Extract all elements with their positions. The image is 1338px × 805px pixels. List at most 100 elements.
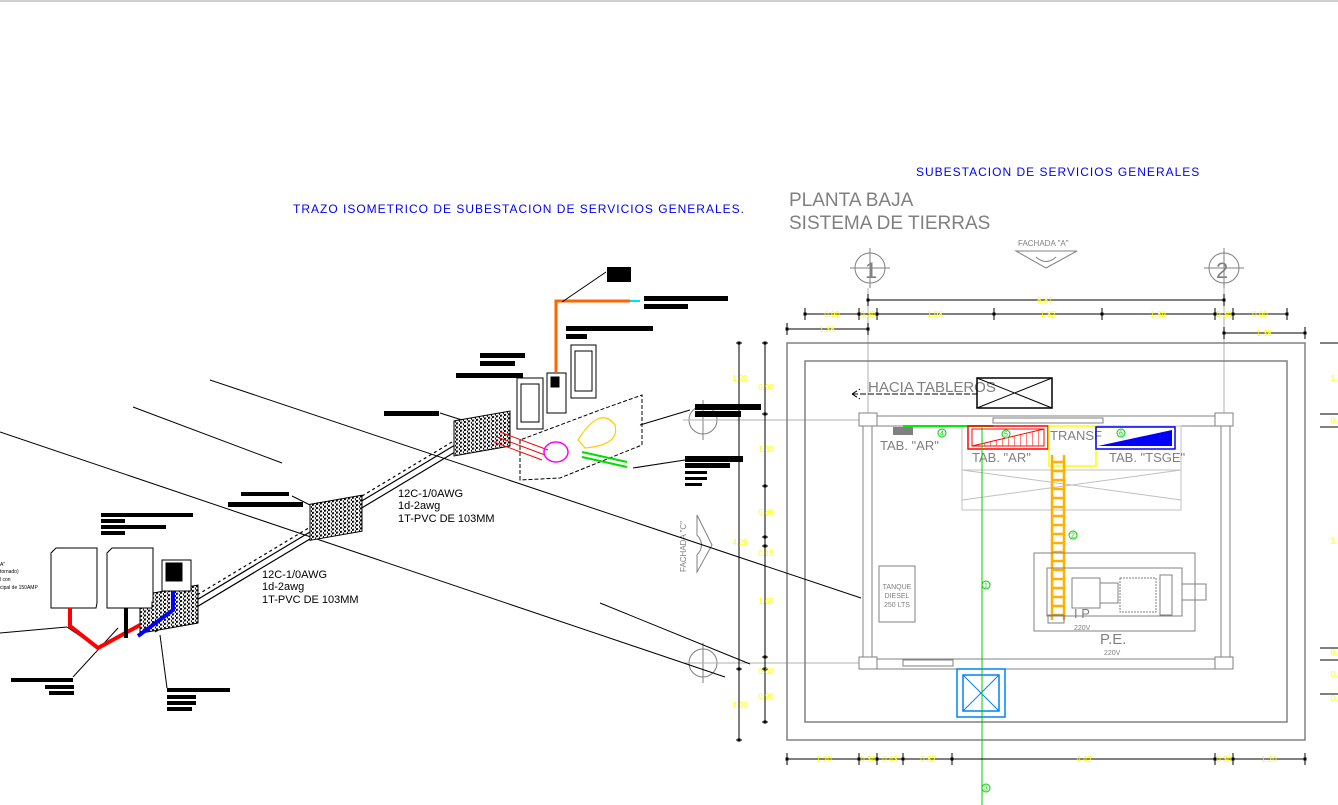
dimension-label: 0. — [1331, 416, 1338, 425]
blue-conduit — [136, 591, 175, 638]
dimension-label: 0. — [1331, 670, 1338, 679]
dimension-label: 0.90 — [758, 692, 774, 701]
tab-ar-label: TAB. "AR" — [972, 450, 1031, 465]
outer-slab-outline — [786, 342, 1306, 741]
generator — [1033, 552, 1207, 632]
magenta-loop — [543, 441, 569, 463]
dimension-label: 1.35 — [1256, 329, 1272, 338]
diesel-tank: TANQUE DIESEL 250 LTS — [878, 565, 916, 623]
registro-box — [976, 377, 1053, 409]
tank-label-3: 250 LTS — [884, 602, 910, 609]
hacia-tableros-label: HACIA TABLEROS — [868, 379, 996, 396]
isometric-title: TRAZO ISOMETRICO DE SUBESTACION DE SERVI… — [293, 202, 745, 216]
dimension-label: 5.87 — [1037, 296, 1053, 305]
ground-marker: 2 — [1068, 530, 1078, 540]
dimension-label: 1.35 — [819, 325, 835, 334]
arrow-left-icon — [851, 388, 977, 400]
svg-text:12C-1/0AWG: 12C-1/0AWG — [398, 488, 463, 500]
svg-text:l con: l con — [0, 577, 11, 583]
dimension-label: 0.88 — [758, 508, 774, 517]
ground-registry-manhole — [956, 668, 1006, 718]
svg-text:1d-2awg: 1d-2awg — [262, 581, 304, 593]
dimension-label: 1.89 — [1150, 310, 1166, 319]
svg-text:4: 4 — [940, 431, 944, 438]
dimension-label: 0.15 — [758, 549, 774, 558]
dimension-label: 3. — [1331, 537, 1338, 546]
cable-spec-upper: 12C-1/0AWG 1d-2awg 1T-PVC DE 103MM — [398, 488, 495, 525]
plan-title-2: SISTEMA DE TIERRAS — [789, 213, 990, 234]
dimension-label: 0.30 — [1216, 755, 1232, 764]
iso-panels — [516, 344, 643, 481]
dimension-label: 0.30 — [758, 667, 774, 676]
svg-text:1d-2awg: 1d-2awg — [398, 500, 440, 512]
dimension-label: 0.90 — [824, 310, 840, 319]
tab-ar-left-panel — [893, 427, 913, 435]
ground-marker: 4 — [937, 428, 947, 438]
dimension-label: 1.82 — [1040, 310, 1056, 319]
svg-text:1T-PVC DE 103MM: 1T-PVC DE 103MM — [398, 513, 495, 525]
tab-ar-left-label: TAB. "AR" — [880, 438, 939, 453]
svg-text:1T-PVC DE 103MM: 1T-PVC DE 103MM — [262, 594, 359, 606]
svg-text:2: 2 — [1071, 533, 1075, 540]
dimension-label: 0. — [1331, 694, 1338, 703]
redacted-labels — [11, 267, 761, 711]
ground-marker: 1 — [981, 580, 991, 590]
dimension-label: 4.28 — [732, 538, 748, 547]
dimension-label: 0.30 — [860, 755, 876, 764]
ip-label: I P — [1074, 606, 1090, 621]
cable-spec-lower: 12C-1/0AWG 1d-2awg 1T-PVC DE 103MM — [262, 569, 359, 606]
inner-slab-outline — [804, 360, 1288, 723]
dimension-label: 0.82 — [920, 755, 936, 764]
dimension-label: 1.65 — [758, 597, 774, 606]
partial-note: A" tornado) l con cipal de 150AMP — [0, 562, 38, 591]
tank-label-1: TANQUE — [883, 584, 912, 591]
iso-leader-lines — [72, 271, 691, 689]
dimension-label: 0. — [1331, 648, 1338, 657]
orange-conduit — [554, 299, 630, 372]
dimension-label: 0.90 — [758, 383, 774, 392]
tab-tsge-label: TAB. "TSGE" — [1109, 450, 1186, 465]
iso-switchboards — [50, 547, 192, 609]
axis-bubble-2: 2 — [1204, 248, 1244, 288]
dimension-label: 4.42 — [1076, 755, 1092, 764]
tab-tsge-panel — [1095, 426, 1176, 450]
facade-a-arrow-icon — [1014, 250, 1078, 269]
pe-voltage: 220V — [1104, 650, 1121, 657]
trench-box-1 — [453, 410, 511, 457]
facade-c-label: FACHADA "C" — [679, 521, 688, 572]
building-walls — [858, 412, 1234, 670]
axis-bubble-left-bottom — [683, 643, 859, 683]
red-conduits-iso — [493, 431, 549, 461]
dimension-label: 0.30 — [1216, 310, 1232, 319]
svg-text:1: 1 — [865, 258, 877, 283]
svg-text:2: 2 — [1216, 258, 1228, 283]
svg-text:12C-1/0AWG: 12C-1/0AWG — [262, 569, 327, 581]
transformer-area — [961, 425, 1182, 511]
red-conduit — [68, 608, 141, 651]
dimension-label: 1.98 — [927, 310, 943, 319]
svg-text:6: 6 — [1119, 431, 1123, 438]
dimension-label: 1.30 — [758, 445, 774, 454]
svg-text:3: 3 — [984, 786, 988, 793]
dimensions: 5.87 0.90 0.30 1.98 1.82 1.89 0.30 0.90 1.35 1.35… — [732, 294, 1338, 765]
dimension-label: 1. — [1331, 374, 1338, 383]
svg-text:A": A" — [0, 562, 5, 568]
yellow-loop — [577, 417, 617, 449]
dimension-label: 1.20 — [732, 701, 748, 710]
svg-text:1: 1 — [984, 583, 988, 590]
ip-voltage: 220V — [1074, 625, 1091, 632]
facade-a-label: FACHADA "A" — [1018, 239, 1069, 248]
facade-c-arrow-icon — [696, 514, 713, 574]
cable-ladder — [1050, 455, 1066, 620]
dimension-label: 1.20 — [732, 374, 748, 383]
axis-bubble-1: 1 — [850, 248, 890, 288]
plan-header: SUBESTACION DE SERVICIOS GENERALES — [916, 165, 1200, 179]
dimension-label: 0.43 — [882, 755, 898, 764]
svg-text:tornado): tornado) — [0, 569, 19, 575]
dimension-label: 0.30 — [860, 310, 876, 319]
green-ground-rods — [581, 451, 628, 468]
ground-marker: 3 — [981, 783, 991, 793]
pe-label: P.E. — [1100, 631, 1126, 648]
